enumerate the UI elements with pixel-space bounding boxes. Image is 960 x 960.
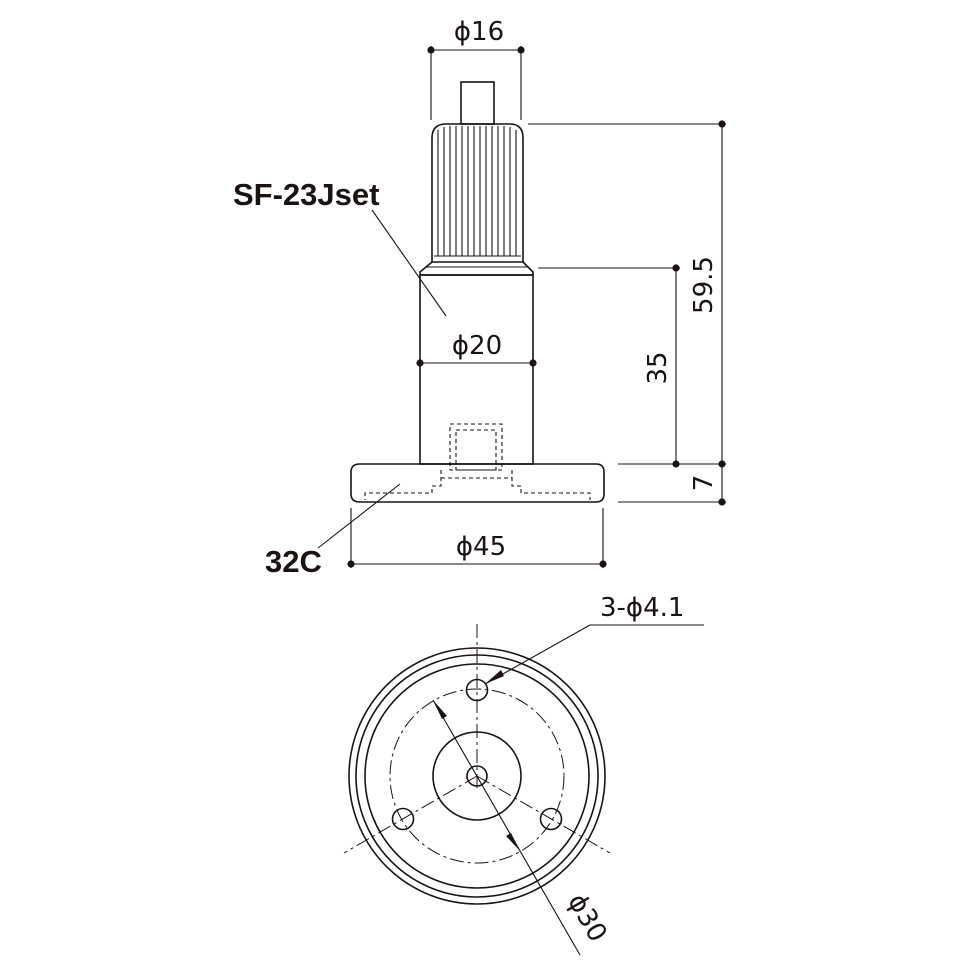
knurled-cap bbox=[431, 123, 524, 263]
hidden-insert bbox=[449, 423, 503, 471]
base-hidden-features bbox=[364, 470, 591, 500]
text-35: 35 bbox=[643, 351, 673, 384]
mounting-hole-left bbox=[391, 807, 415, 831]
mounting-hole-right bbox=[539, 807, 563, 831]
centerlines bbox=[343, 624, 611, 854]
dim-phi16 bbox=[427, 46, 525, 120]
leader-holes bbox=[484, 624, 704, 685]
base-plate bbox=[350, 463, 605, 503]
text-59-5: 59.5 bbox=[689, 256, 719, 314]
dim-phi30 bbox=[432, 699, 581, 956]
shoulder bbox=[419, 261, 534, 276]
base-outer-circle bbox=[348, 647, 606, 905]
bolt-circle bbox=[389, 688, 565, 864]
text-phi16: ϕ16 bbox=[454, 17, 504, 47]
top-stem bbox=[460, 81, 495, 125]
text-7: 7 bbox=[689, 475, 719, 492]
side-view: SF-23Jset 32C ϕ16 ϕ20 ϕ45 59.5 35 7 bbox=[233, 17, 726, 579]
dim-phi20 bbox=[416, 359, 537, 367]
leader-top bbox=[371, 209, 447, 317]
label-32c: 32C bbox=[265, 544, 322, 579]
text-phi20: ϕ20 bbox=[452, 331, 502, 361]
label-sf23jset: SF-23Jset bbox=[233, 177, 379, 212]
dim-vertical bbox=[528, 120, 726, 506]
knurl-lines bbox=[434, 126, 521, 257]
dim-phi45 bbox=[347, 508, 607, 568]
text-phi45: ϕ45 bbox=[456, 532, 506, 562]
text-holes: 3-ϕ4.1 bbox=[600, 593, 684, 623]
leader-base bbox=[317, 483, 401, 549]
text-phi30: ϕ30 bbox=[561, 889, 612, 948]
base-inner-circle bbox=[364, 663, 590, 889]
top-view: ϕ30 3-ϕ4.1 bbox=[343, 593, 704, 956]
